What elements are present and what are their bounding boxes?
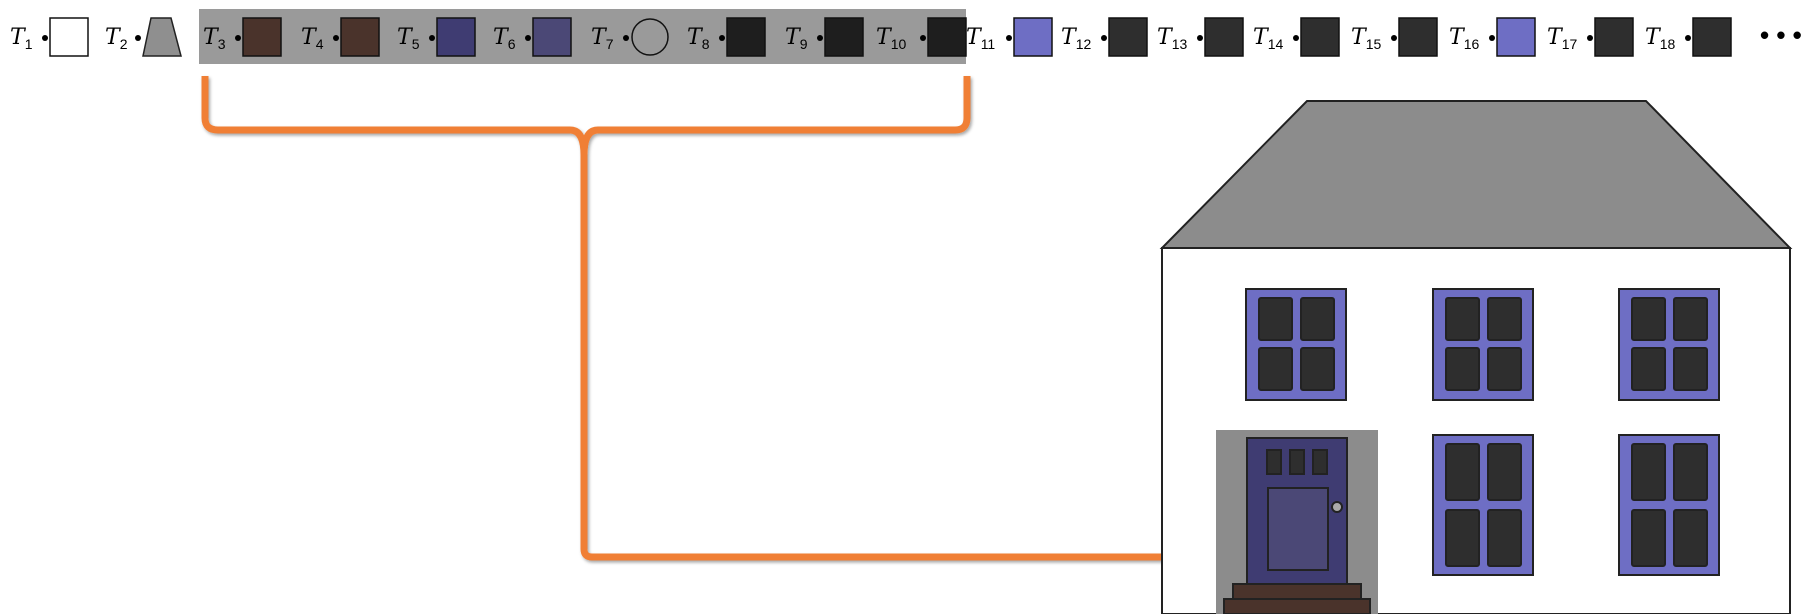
token-subscript: 2 — [120, 36, 128, 52]
token-T2: T2 — [105, 17, 182, 57]
token-square — [1398, 17, 1438, 57]
token-T18: T18 — [1645, 17, 1732, 57]
token-T14: T14 — [1253, 17, 1340, 57]
token-subscript: 15 — [1366, 36, 1382, 52]
door-step — [1223, 598, 1371, 614]
window-upper-left — [1245, 288, 1347, 401]
arrow-shaft — [580, 150, 1178, 561]
token-bullet — [1197, 35, 1203, 41]
token-subscript: 8 — [702, 36, 710, 52]
token-square — [1108, 17, 1148, 57]
token-subscript: 1 — [25, 36, 33, 52]
token-bullet — [920, 35, 926, 41]
token-subscript: 11 — [981, 36, 996, 52]
token-bullet — [42, 35, 48, 41]
token-subscript: 14 — [1268, 36, 1284, 52]
token-square — [1496, 17, 1536, 57]
token-circle — [631, 18, 669, 56]
token-T5: T5 — [397, 17, 476, 57]
token-T1: T1 — [10, 17, 89, 57]
token-T13: T13 — [1157, 17, 1244, 57]
door-window — [1312, 449, 1328, 475]
token-label: T2 — [105, 25, 128, 52]
token-label: T13 — [1157, 25, 1187, 52]
ellipsis: • • • — [1760, 20, 1802, 50]
token-square — [927, 17, 967, 57]
token-bullet — [623, 35, 629, 41]
token-bullet — [1101, 35, 1107, 41]
door-step — [1232, 583, 1362, 600]
house — [1159, 100, 1793, 614]
token-label: T15 — [1351, 25, 1381, 52]
token-bullet — [1006, 35, 1012, 41]
window-upper-middle — [1432, 288, 1534, 401]
house-roof — [1159, 100, 1793, 249]
token-bullet — [429, 35, 435, 41]
token-T16: T16 — [1449, 17, 1536, 57]
token-square — [824, 17, 864, 57]
door-panel — [1267, 487, 1329, 571]
token-subscript: 12 — [1076, 36, 1092, 52]
token-bullet — [525, 35, 531, 41]
token-bullet — [1293, 35, 1299, 41]
token-bullet — [719, 35, 725, 41]
token-T17: T17 — [1547, 17, 1634, 57]
token-subscript: 9 — [800, 36, 808, 52]
token-square — [242, 17, 282, 57]
token-square — [1300, 17, 1340, 57]
window-lower-middle — [1432, 434, 1534, 576]
token-bullet — [1587, 35, 1593, 41]
token-bullet — [235, 35, 241, 41]
token-label: T17 — [1547, 25, 1577, 52]
token-T15: T15 — [1351, 17, 1438, 57]
token-square — [532, 17, 572, 57]
token-subscript: 7 — [606, 36, 614, 52]
window-lower-right — [1618, 434, 1720, 576]
token-subscript: 17 — [1562, 36, 1578, 52]
brace — [201, 76, 971, 159]
token-label: T11 — [966, 25, 995, 52]
window-upper-right — [1618, 288, 1720, 401]
token-subscript: 10 — [891, 36, 907, 52]
token-bullet — [1489, 35, 1495, 41]
token-square — [436, 17, 476, 57]
token-square — [340, 17, 380, 57]
token-square — [726, 17, 766, 57]
token-bullet — [1685, 35, 1691, 41]
brace-arrow — [201, 76, 1202, 569]
token-bullet — [817, 35, 823, 41]
token-label: T14 — [1253, 25, 1283, 52]
token-trapezoid — [142, 17, 182, 57]
token-T11: T11 — [966, 17, 1053, 57]
token-subscript: 4 — [316, 36, 324, 52]
token-square — [1013, 17, 1053, 57]
token-bullet — [1391, 35, 1397, 41]
door-knob — [1331, 501, 1343, 513]
token-subscript: 3 — [218, 36, 226, 52]
token-subscript: 18 — [1660, 36, 1676, 52]
token-subscript: 5 — [412, 36, 420, 52]
token-square — [1204, 17, 1244, 57]
token-subscript: 6 — [508, 36, 516, 52]
token-square — [1692, 17, 1732, 57]
token-subscript: 13 — [1172, 36, 1188, 52]
token-square — [1594, 17, 1634, 57]
token-bullet — [333, 35, 339, 41]
token-label: T12 — [1061, 25, 1091, 52]
token-T12: T12 — [1061, 17, 1148, 57]
token-label: T1 — [10, 25, 33, 52]
door-window — [1266, 449, 1282, 475]
token-square — [49, 17, 89, 57]
token-label: T16 — [1449, 25, 1479, 52]
token-bullet — [135, 35, 141, 41]
token-subscript: 16 — [1464, 36, 1480, 52]
door-window — [1289, 449, 1305, 475]
token-label: T18 — [1645, 25, 1675, 52]
token-T8: T8 — [687, 17, 766, 57]
